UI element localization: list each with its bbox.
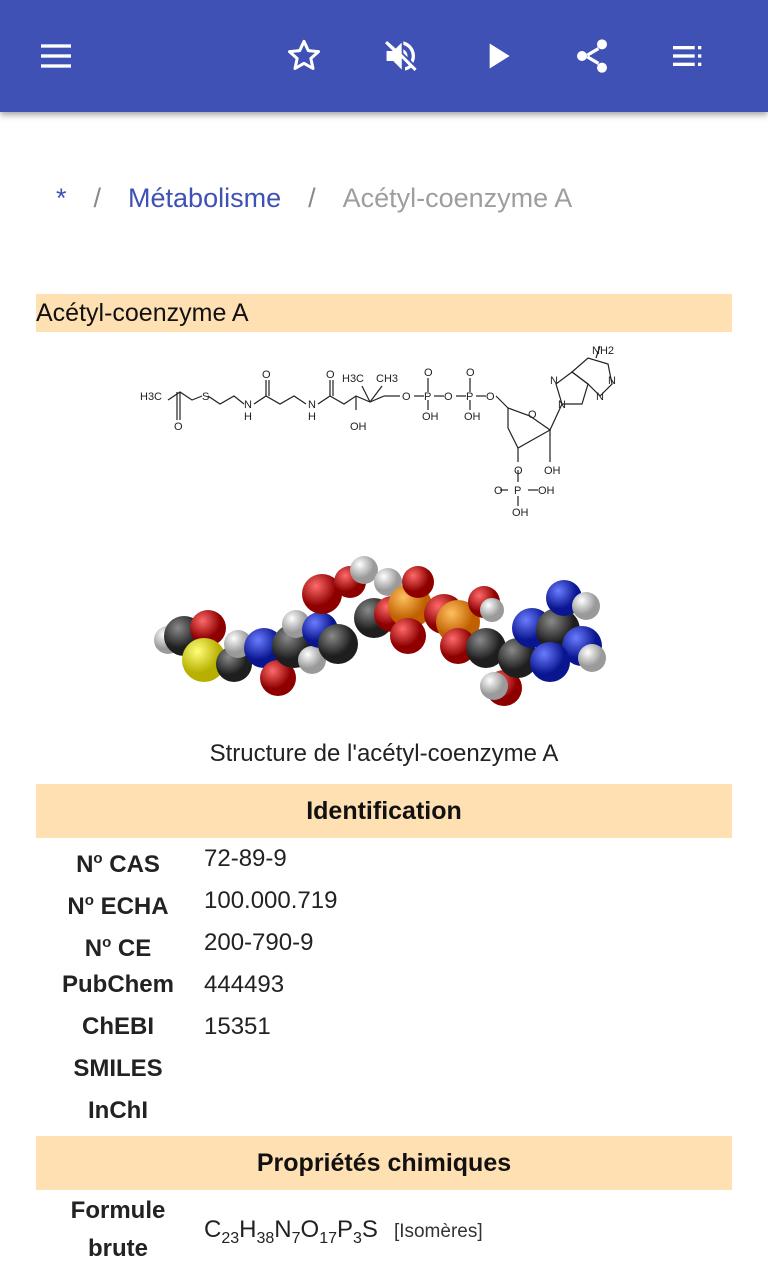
svg-text:O: O — [424, 367, 433, 379]
svg-text:O: O — [494, 485, 503, 497]
info-row-ce: No CE 200-790-9 — [36, 922, 732, 964]
play-icon — [489, 43, 510, 69]
share-icon — [577, 39, 607, 73]
breadcrumb-separator: / — [93, 182, 102, 213]
svg-text:O: O — [262, 369, 271, 381]
info-row-inchi: InChI — [36, 1090, 732, 1132]
info-key: ChEBI — [82, 1013, 154, 1040]
breadcrumb-separator: / — [308, 182, 316, 213]
svg-text:CH3: CH3 — [376, 373, 398, 385]
info-row-echa: No ECHA 100.000.719 — [36, 880, 732, 922]
list-menu-icon — [673, 46, 702, 66]
identification-heading: Identification — [36, 784, 732, 838]
breadcrumb-parent-link[interactable]: Métabolisme — [128, 182, 282, 213]
toc-button[interactable] — [660, 28, 716, 84]
formula-key: Formule brute — [70, 1197, 166, 1262]
svg-text:N: N — [308, 399, 316, 411]
svg-text:O: O — [528, 409, 537, 421]
volume-off-icon — [385, 41, 417, 71]
menu-icon — [41, 44, 71, 68]
mute-button[interactable] — [372, 28, 428, 84]
chemical-properties-heading: Propriétés chimiques — [36, 1136, 732, 1190]
svg-text:H: H — [244, 411, 252, 423]
info-key: No ECHA — [67, 892, 169, 920]
svg-text:P: P — [514, 485, 521, 497]
svg-text:N: N — [244, 399, 252, 411]
svg-text:OH: OH — [350, 421, 367, 433]
breadcrumb-home-link[interactable]: * — [56, 182, 67, 213]
svg-text:N: N — [596, 391, 604, 403]
svg-text:O: O — [444, 391, 453, 403]
svg-text:P: P — [424, 391, 431, 403]
info-key: InChI — [88, 1097, 148, 1124]
svg-text:OH: OH — [464, 411, 481, 423]
info-row-chebi: ChEBI 15351 — [36, 1006, 732, 1048]
svg-text:N: N — [608, 375, 616, 387]
svg-text:H: H — [308, 411, 316, 423]
svg-text:O: O — [466, 367, 475, 379]
info-row-cas: No CAS 72-89-9 — [36, 838, 732, 880]
svg-text:O: O — [486, 391, 495, 403]
breadcrumb: * / Métabolisme / Acétyl-coenzyme A — [56, 178, 572, 218]
share-button[interactable] — [564, 28, 620, 84]
infobox-title: Acétyl-coenzyme A — [36, 294, 732, 332]
menu-button[interactable] — [28, 28, 84, 84]
isomers-link[interactable]: [Isomères] — [393, 1221, 483, 1242]
svg-text:OH: OH — [512, 507, 529, 519]
breadcrumb-current: Acétyl-coenzyme A — [342, 182, 573, 213]
info-row-smiles: SMILES — [36, 1048, 732, 1090]
svg-text:NH2: NH2 — [592, 345, 614, 357]
info-key: No CAS — [76, 850, 160, 878]
svg-text:OH: OH — [538, 485, 555, 497]
star-outline-icon — [288, 39, 320, 70]
svg-text:O: O — [402, 391, 411, 403]
play-button[interactable] — [470, 28, 526, 84]
space-filling-model-image — [154, 556, 606, 706]
app-bar — [0, 0, 768, 112]
info-row-pubchem: PubChem 444493 — [36, 964, 732, 1006]
svg-text:S: S — [202, 391, 209, 403]
info-key: SMILES — [73, 1055, 163, 1082]
favorite-button[interactable] — [276, 28, 332, 84]
svg-text:P: P — [466, 391, 473, 403]
svg-text:OH: OH — [544, 465, 561, 477]
svg-text:H3C: H3C — [342, 373, 364, 385]
skeletal-structure-image: H3C S O N H O N H O OH H3C CH3 O P O OH … — [140, 345, 616, 519]
svg-text:O: O — [514, 465, 523, 477]
svg-text:H3C: H3C — [140, 391, 162, 403]
info-value[interactable]: 200-790-9 — [204, 929, 314, 956]
image-caption: Structure de l'acétyl-coenzyme A — [209, 740, 559, 767]
info-value[interactable]: 15351 — [204, 1013, 271, 1040]
formula-value: C23H38N7O17P3S[Isomères] — [204, 1216, 483, 1247]
info-key: No CE — [84, 934, 152, 962]
svg-text:N: N — [550, 375, 558, 387]
info-value[interactable]: 100.000.719 — [204, 887, 338, 914]
svg-text:N: N — [558, 399, 566, 411]
info-value[interactable]: 72-89-9 — [204, 845, 287, 872]
svg-text:OH: OH — [422, 411, 439, 423]
info-value[interactable]: 444493 — [204, 971, 285, 998]
svg-text:O: O — [326, 369, 335, 381]
svg-text:O: O — [174, 421, 183, 433]
info-key: PubChem — [61, 971, 174, 998]
